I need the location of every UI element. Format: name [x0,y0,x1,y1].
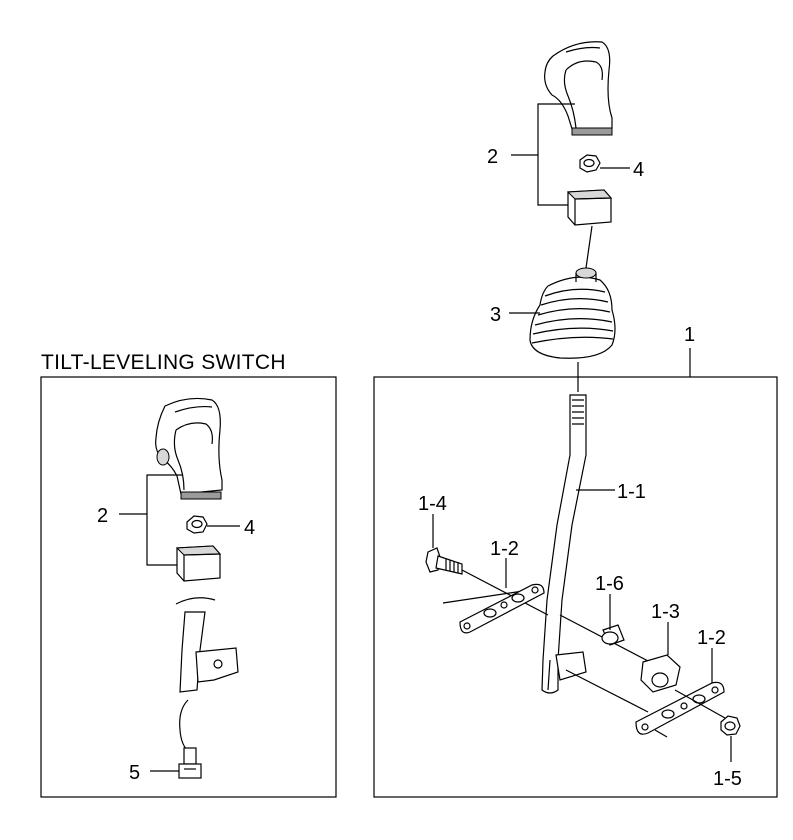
callout-2-inset: 2 [97,505,108,527]
callout-1-2-left: 1-2 [490,538,519,560]
callout-1: 1 [684,324,695,346]
knob-main [544,41,613,136]
callout-1-4: 1-4 [418,493,447,515]
callout-1-5: 1-5 [713,768,742,790]
lever-inset [175,597,239,753]
sleeve-inset [175,545,222,582]
nut-4-inset [186,515,208,534]
switch-5 [178,747,202,779]
callout-5: 5 [129,762,140,784]
callout-2-main: 2 [487,146,498,168]
boot-3 [529,267,616,359]
callout-1-1: 1-1 [617,481,646,503]
assembly-1-frame [373,376,778,798]
plate-1-2-left [459,583,545,634]
inset-frame [40,376,337,798]
bushing-1-6 [601,624,625,646]
knob-inset [155,397,223,500]
plate-1-2-right [635,681,725,735]
bracket-2-inset [146,474,182,566]
sleeve-main [566,189,613,226]
lever-1-1 [541,394,587,694]
bolt-1-4 [425,547,463,575]
callout-1-3: 1-3 [651,601,680,623]
callout-4-main: 4 [633,159,644,181]
nut-4-main [579,154,601,173]
callout-1-2-right: 1-2 [697,627,726,649]
inset-title: TILT-LEVELING SWITCH [41,351,286,374]
callout-3: 3 [490,304,501,326]
callout-4-inset: 4 [244,517,255,539]
block-1-3 [640,654,681,693]
nut-1-5 [720,715,741,736]
callout-1-6: 1-6 [595,573,624,595]
